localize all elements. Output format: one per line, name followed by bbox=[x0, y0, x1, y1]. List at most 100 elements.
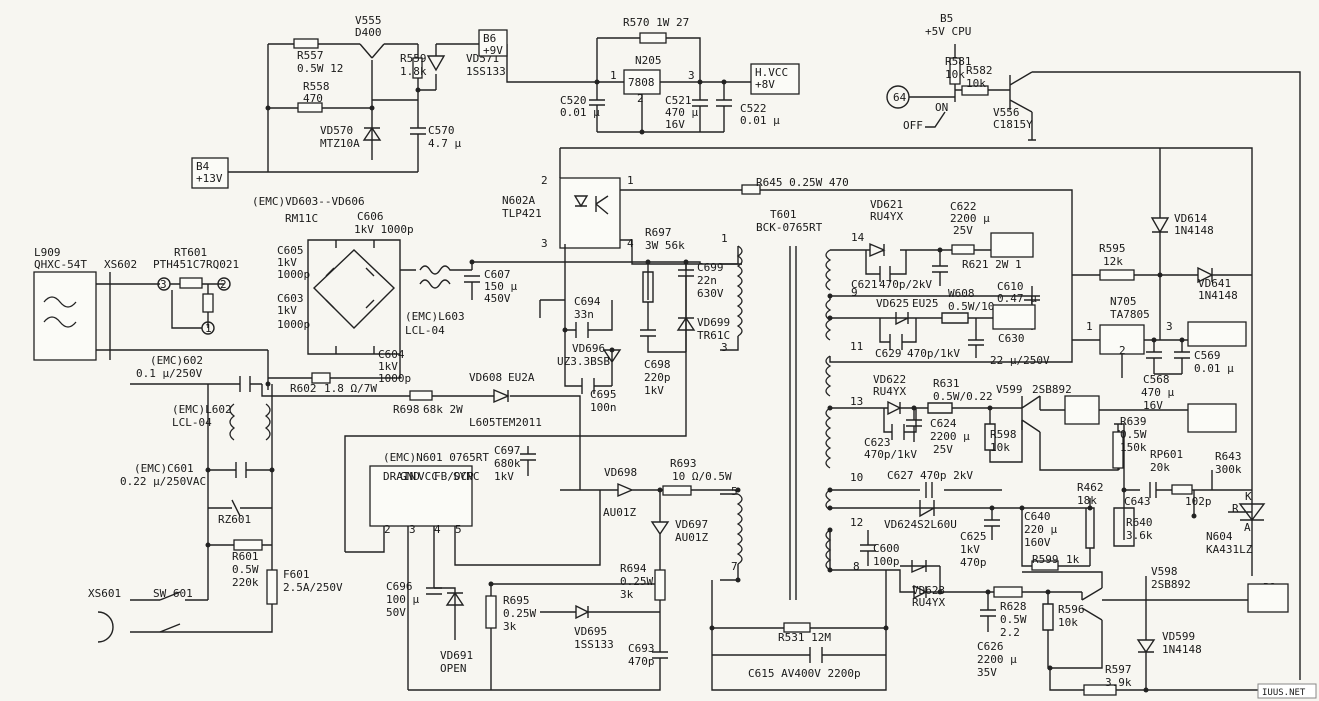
label-c629: C629 bbox=[875, 347, 902, 360]
label-r531: R531 12M bbox=[778, 631, 831, 644]
label-r621: R621 2W 1 bbox=[962, 258, 1022, 271]
label-c520v: 0.01 μ bbox=[560, 106, 600, 119]
label-c630: C630 bbox=[998, 332, 1025, 345]
label-r628v: 0.5W bbox=[1000, 613, 1027, 626]
label-vd570v: MTZ10A bbox=[320, 137, 360, 150]
label-vd691: VD691 bbox=[440, 649, 473, 662]
label-v555: V555 bbox=[355, 14, 382, 27]
label-p12: 12 bbox=[850, 516, 863, 529]
watermark-box bbox=[1257, 683, 1317, 699]
label-rp601v: 20k bbox=[1150, 461, 1170, 474]
label-r631: R631 bbox=[933, 377, 960, 390]
regulator-7808 bbox=[623, 69, 661, 95]
label-opt2: 2 bbox=[541, 174, 548, 187]
label-c604: C604 bbox=[378, 348, 405, 361]
label-emcl602: (EMC)L602 bbox=[172, 403, 232, 416]
label-c622u: 25V bbox=[953, 224, 973, 237]
label-lcl04a: LCL-04 bbox=[405, 324, 445, 337]
label-emc602: (EMC)602 bbox=[150, 354, 203, 367]
label-c695v: 100n bbox=[590, 401, 617, 414]
label-emcc601: (EMC)C601 bbox=[134, 462, 194, 475]
resistor-r602 bbox=[311, 372, 331, 384]
label-r581v: 10k bbox=[945, 68, 965, 81]
label-vd695: VD695 bbox=[574, 625, 607, 638]
label-c606: C606 bbox=[357, 210, 384, 223]
label-vd614v: 1N4148 bbox=[1174, 224, 1214, 237]
label-vd641: VD641 bbox=[1198, 277, 1231, 290]
label-off: OFF bbox=[903, 119, 923, 132]
label-l909: L909 bbox=[34, 246, 61, 259]
label-vd697v: AU01Z bbox=[675, 531, 708, 544]
label-p13: 13 bbox=[850, 395, 863, 408]
label-r559v: 1.8k bbox=[400, 65, 427, 78]
label-f601v: 2.5A/250V bbox=[283, 581, 343, 594]
label-c610: C610 bbox=[997, 280, 1024, 293]
label-p10: 10 bbox=[850, 471, 863, 484]
label-vd614: VD614 bbox=[1174, 212, 1207, 225]
label-uz3: UZ3.3BSB bbox=[557, 355, 610, 368]
label-c699v: 22n bbox=[697, 274, 717, 287]
label-r698v: 68k 2W bbox=[423, 403, 463, 416]
label-c622v: 2200 μ bbox=[950, 212, 990, 225]
label-r597v: 3.9k bbox=[1105, 676, 1132, 689]
label-r640v: 3.6k bbox=[1126, 529, 1153, 542]
label-c696: C696 bbox=[386, 580, 413, 593]
label-c698u: 1kV bbox=[644, 384, 664, 397]
label-ta7805: TA7805 bbox=[1110, 308, 1150, 321]
label-b5top: B5 bbox=[940, 12, 953, 25]
junction-dots bbox=[205, 79, 1197, 693]
resistor-rt601b bbox=[202, 293, 214, 313]
label-c603u: 1000p bbox=[277, 318, 310, 331]
label-r599v: 1k bbox=[1066, 553, 1080, 566]
label-c568u: 16V bbox=[1143, 399, 1163, 412]
resistor-r597 bbox=[1083, 684, 1117, 696]
label-r602: R602 bbox=[290, 382, 317, 395]
resistor-r645 bbox=[741, 184, 761, 195]
label-c600v: 100p bbox=[873, 555, 900, 568]
rail-box-b4 bbox=[191, 157, 229, 189]
ic-n601 bbox=[369, 465, 473, 527]
label-c627v: 470p 2kV bbox=[920, 469, 973, 482]
label-n604: N604 bbox=[1206, 530, 1233, 543]
label-l909v: QHXC-54T bbox=[34, 258, 87, 271]
label-c603v: 1kV bbox=[277, 304, 297, 317]
label-vd622v: RU4YX bbox=[873, 385, 906, 398]
label-p3: 3 bbox=[721, 341, 728, 354]
label-c643: C643 bbox=[1124, 495, 1151, 508]
label-r602v: 1.8 Ω/7W bbox=[324, 382, 377, 395]
label-r695v: 0.25W bbox=[503, 607, 536, 620]
resistor-r643 bbox=[1171, 484, 1193, 495]
label-c695: C695 bbox=[590, 388, 617, 401]
label-c605: C605 bbox=[277, 244, 304, 257]
label-c625: C625 bbox=[960, 530, 987, 543]
rail-box-b4-voltage: +13V bbox=[196, 172, 223, 185]
label-c626u: 35V bbox=[977, 666, 997, 679]
label-p8: 8 bbox=[853, 560, 860, 573]
label-n705p2: 2 bbox=[1119, 344, 1126, 357]
resistor-r698 bbox=[409, 390, 433, 401]
label-r601v: 0.5W bbox=[232, 563, 259, 576]
label-r557: R557 bbox=[297, 49, 324, 62]
label-c626: C626 bbox=[977, 640, 1004, 653]
label-c606v: 1kV 1000p bbox=[354, 223, 414, 236]
label-vd699v: TR61C bbox=[697, 329, 730, 342]
label-r628u: 2.2 bbox=[1000, 626, 1020, 639]
label-r695: R695 bbox=[503, 594, 530, 607]
label-a: A bbox=[1244, 521, 1251, 534]
resistor-r694 bbox=[654, 569, 666, 601]
label-p7: 7 bbox=[731, 560, 738, 573]
label-n205p2: 2 bbox=[637, 92, 644, 105]
label-c624v: 2200 μ bbox=[930, 430, 970, 443]
label-r693v: 10 Ω/0.5W bbox=[672, 470, 732, 483]
label-vd622: VD622 bbox=[873, 373, 906, 386]
label-r628: R628 bbox=[1000, 600, 1027, 613]
label-n602a: N602A bbox=[502, 194, 535, 207]
label-r598v: 10k bbox=[990, 441, 1010, 454]
resistor-r601 bbox=[233, 539, 263, 551]
label-c621v: 470p/2kV bbox=[879, 278, 932, 291]
label-c570v: 4.7 μ bbox=[428, 137, 461, 150]
label-c605u: 1000p bbox=[277, 268, 310, 281]
regulator-n705 bbox=[1099, 324, 1145, 355]
label-c697v: 680k bbox=[494, 457, 521, 470]
diode-vd571 bbox=[426, 55, 446, 72]
